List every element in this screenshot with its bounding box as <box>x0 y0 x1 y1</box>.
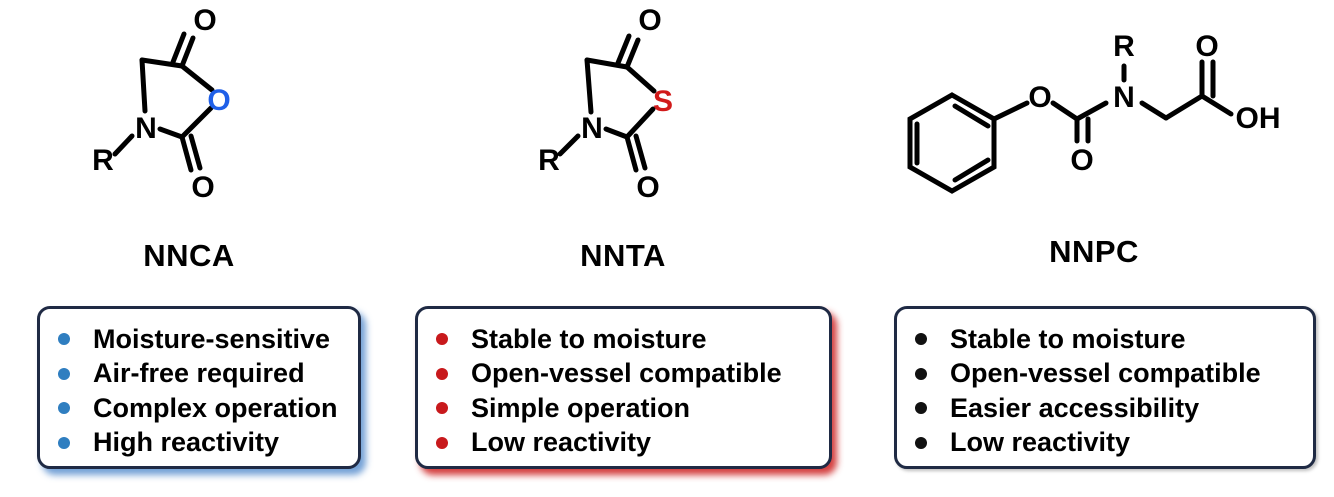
nnta-r-group: R <box>538 144 560 177</box>
nnta-ring-sulfur: S <box>653 85 673 118</box>
nnpc-bonds <box>907 59 1234 194</box>
list-item: Stable to moisture <box>436 322 829 357</box>
list-item: Stable to moisture <box>915 322 1313 357</box>
list-item: Air-free required <box>58 357 358 392</box>
nnca-oxygen-bottom: O <box>191 171 214 204</box>
property-text: Low reactivity <box>950 427 1131 458</box>
nnca-properties-panel: Moisture-sensitive Air-free required Com… <box>37 306 361 469</box>
nnca-label: NNCA <box>143 238 235 273</box>
list-item: Simple operation <box>436 391 829 426</box>
nnca-ring-oxygen: O <box>207 84 230 117</box>
list-item: Easier accessibility <box>915 391 1313 426</box>
bullet-icon <box>436 402 448 415</box>
nnpc-nitrogen: N <box>1113 81 1135 114</box>
bullet-icon <box>58 367 70 380</box>
nnpc-properties-panel: Stable to moisture Open-vessel compatibl… <box>894 306 1316 469</box>
bullet-icon <box>436 436 448 449</box>
nnpc-hydroxyl: OH <box>1236 102 1281 135</box>
nnpc-ester-oxygen: O <box>1028 81 1051 114</box>
nnca-nitrogen: N <box>135 112 157 145</box>
property-text: Stable to moisture <box>471 323 707 354</box>
bullet-icon <box>436 367 448 380</box>
bullet-icon <box>915 367 927 380</box>
nnpc-carbonyl-oxygen: O <box>1070 144 1093 177</box>
bullet-icon <box>58 402 70 415</box>
property-text: Air-free required <box>93 358 305 389</box>
property-text: Low reactivity <box>471 427 652 458</box>
nnca-bonds <box>112 31 215 173</box>
nnta-properties-panel: Stable to moisture Open-vessel compatibl… <box>415 306 832 469</box>
bullet-icon <box>436 333 448 346</box>
bullet-icon <box>915 436 927 449</box>
property-text: Complex operation <box>93 392 338 423</box>
bullet-icon <box>915 402 927 415</box>
list-item: Low reactivity <box>436 426 829 461</box>
property-text: Moisture-sensitive <box>93 323 331 354</box>
property-text: Open-vessel compatible <box>471 358 782 389</box>
nnca-r-group: R <box>92 144 114 177</box>
nnta-label: NNTA <box>580 238 666 273</box>
bullet-icon <box>915 333 927 346</box>
nnca-oxygen-top: O <box>193 4 216 37</box>
list-item: Moisture-sensitive <box>58 322 358 357</box>
nnpc-r-group: R <box>1113 30 1135 63</box>
nnpc-acid-oxygen: O <box>1195 30 1218 63</box>
list-item: High reactivity <box>58 426 358 461</box>
property-text: Easier accessibility <box>950 392 1200 423</box>
list-item: Open-vessel compatible <box>915 357 1313 392</box>
chemical-structures: O O N O R O S N O R O N R O O OH <box>92 4 1281 204</box>
property-text: High reactivity <box>93 427 280 458</box>
bullet-icon <box>58 333 70 346</box>
bullet-icon <box>58 436 70 449</box>
nnpc-label: NNPC <box>1049 234 1139 269</box>
property-text: Stable to moisture <box>950 323 1186 354</box>
property-text: Simple operation <box>471 392 691 423</box>
nnta-bonds <box>557 33 657 173</box>
nnta-oxygen-bottom: O <box>636 171 659 204</box>
list-item: Complex operation <box>58 391 358 426</box>
property-text: Open-vessel compatible <box>950 358 1261 389</box>
nnta-nitrogen: N <box>581 112 603 145</box>
list-item: Low reactivity <box>915 426 1313 461</box>
list-item: Open-vessel compatible <box>436 357 829 392</box>
nnta-oxygen-top: O <box>638 4 661 37</box>
